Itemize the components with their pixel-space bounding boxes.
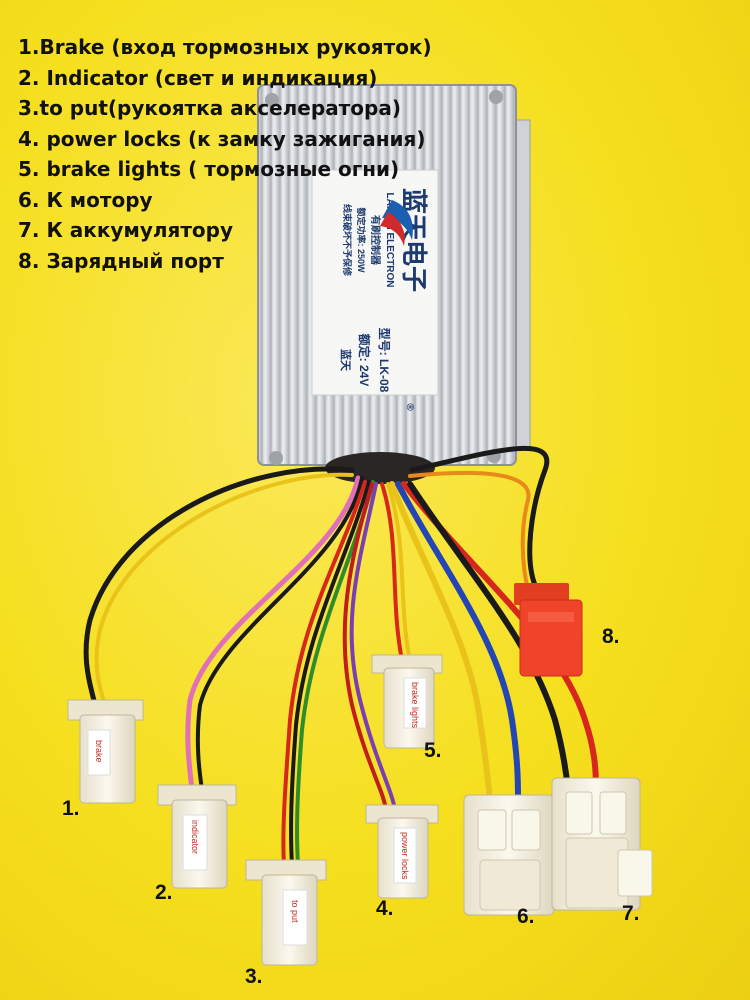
tag-to-put: to put bbox=[290, 900, 300, 923]
tag-indicator: indicator bbox=[190, 820, 200, 854]
legend-item-brake: 1.Brake (вход тормозных рукояток) bbox=[18, 35, 432, 59]
legend-item-charge-port: 8. Зарядный порт bbox=[18, 248, 224, 273]
connector-number-4: 4. bbox=[376, 897, 394, 920]
logo-cn: 蓝天 bbox=[339, 349, 353, 372]
connector-1-brake: brake bbox=[67, 699, 144, 804]
controller-model: 型号: LK-08 bbox=[377, 328, 392, 393]
brand-en: LANXIN ELECTRON bbox=[384, 193, 395, 288]
tag-brake-lights: brake lights bbox=[410, 682, 420, 729]
legend-item-power-locks: 4. power locks (к замку зажигания) bbox=[18, 126, 426, 151]
screw-bottom-left bbox=[269, 451, 283, 465]
tag-brake: brake bbox=[94, 740, 104, 763]
connector-8-charge-port bbox=[514, 583, 583, 677]
legend-item-motor: 6. К мотору bbox=[18, 187, 153, 212]
controller-power: 额定功率: 250W bbox=[356, 207, 367, 273]
connector-4-power-locks: power locks bbox=[365, 804, 439, 899]
screw-top-right bbox=[489, 90, 503, 104]
legend-item-brake-lights: 5. brake lights ( тормозные огни) bbox=[18, 157, 400, 181]
connector-number-7: 7. bbox=[622, 902, 640, 925]
registered-mark: ® bbox=[404, 403, 415, 411]
legend-item-battery: 7. К аккумулятору bbox=[18, 218, 234, 242]
legend-item-throttle: 3.to put(рукоятка акселератора) bbox=[18, 96, 401, 120]
screw-top-left bbox=[265, 93, 279, 107]
controller-label bbox=[311, 169, 439, 396]
controller-voltage: 额定: 24V bbox=[357, 334, 372, 387]
connector-5-brake-lights: brake lights bbox=[371, 654, 443, 749]
controller-box: 蓝天电子 LANXIN ELECTRON 有刷控制器 额定功率: 250W 线束… bbox=[257, 84, 531, 466]
tag-power-locks: power locks bbox=[400, 832, 410, 880]
legend-item-indicator: 2. Indicator (свет и индикация) bbox=[18, 65, 378, 90]
connector-2-indicator: indicator bbox=[157, 784, 237, 889]
connector-number-3: 3. bbox=[245, 965, 263, 988]
connector-number-1: 1. bbox=[62, 797, 80, 820]
connector-number-6: 6. bbox=[517, 905, 535, 928]
connector-number-2: 2. bbox=[155, 881, 173, 904]
connector-3-throttle: to put bbox=[245, 859, 327, 966]
brand-logo-icon-red bbox=[380, 212, 405, 246]
connection-legend: 1.Brake (вход тормозных рукояток) 2. Ind… bbox=[18, 32, 432, 276]
controller-warranty: 线束破坏不予保修 bbox=[342, 204, 353, 277]
connector-number-8: 8. bbox=[602, 625, 620, 648]
controller-type: 有刷控制器 bbox=[369, 215, 382, 266]
connector-number-5: 5. bbox=[424, 739, 442, 762]
connector-6-motor bbox=[463, 794, 555, 916]
connector-7-battery bbox=[551, 777, 653, 911]
wire-harness bbox=[83, 445, 599, 867]
